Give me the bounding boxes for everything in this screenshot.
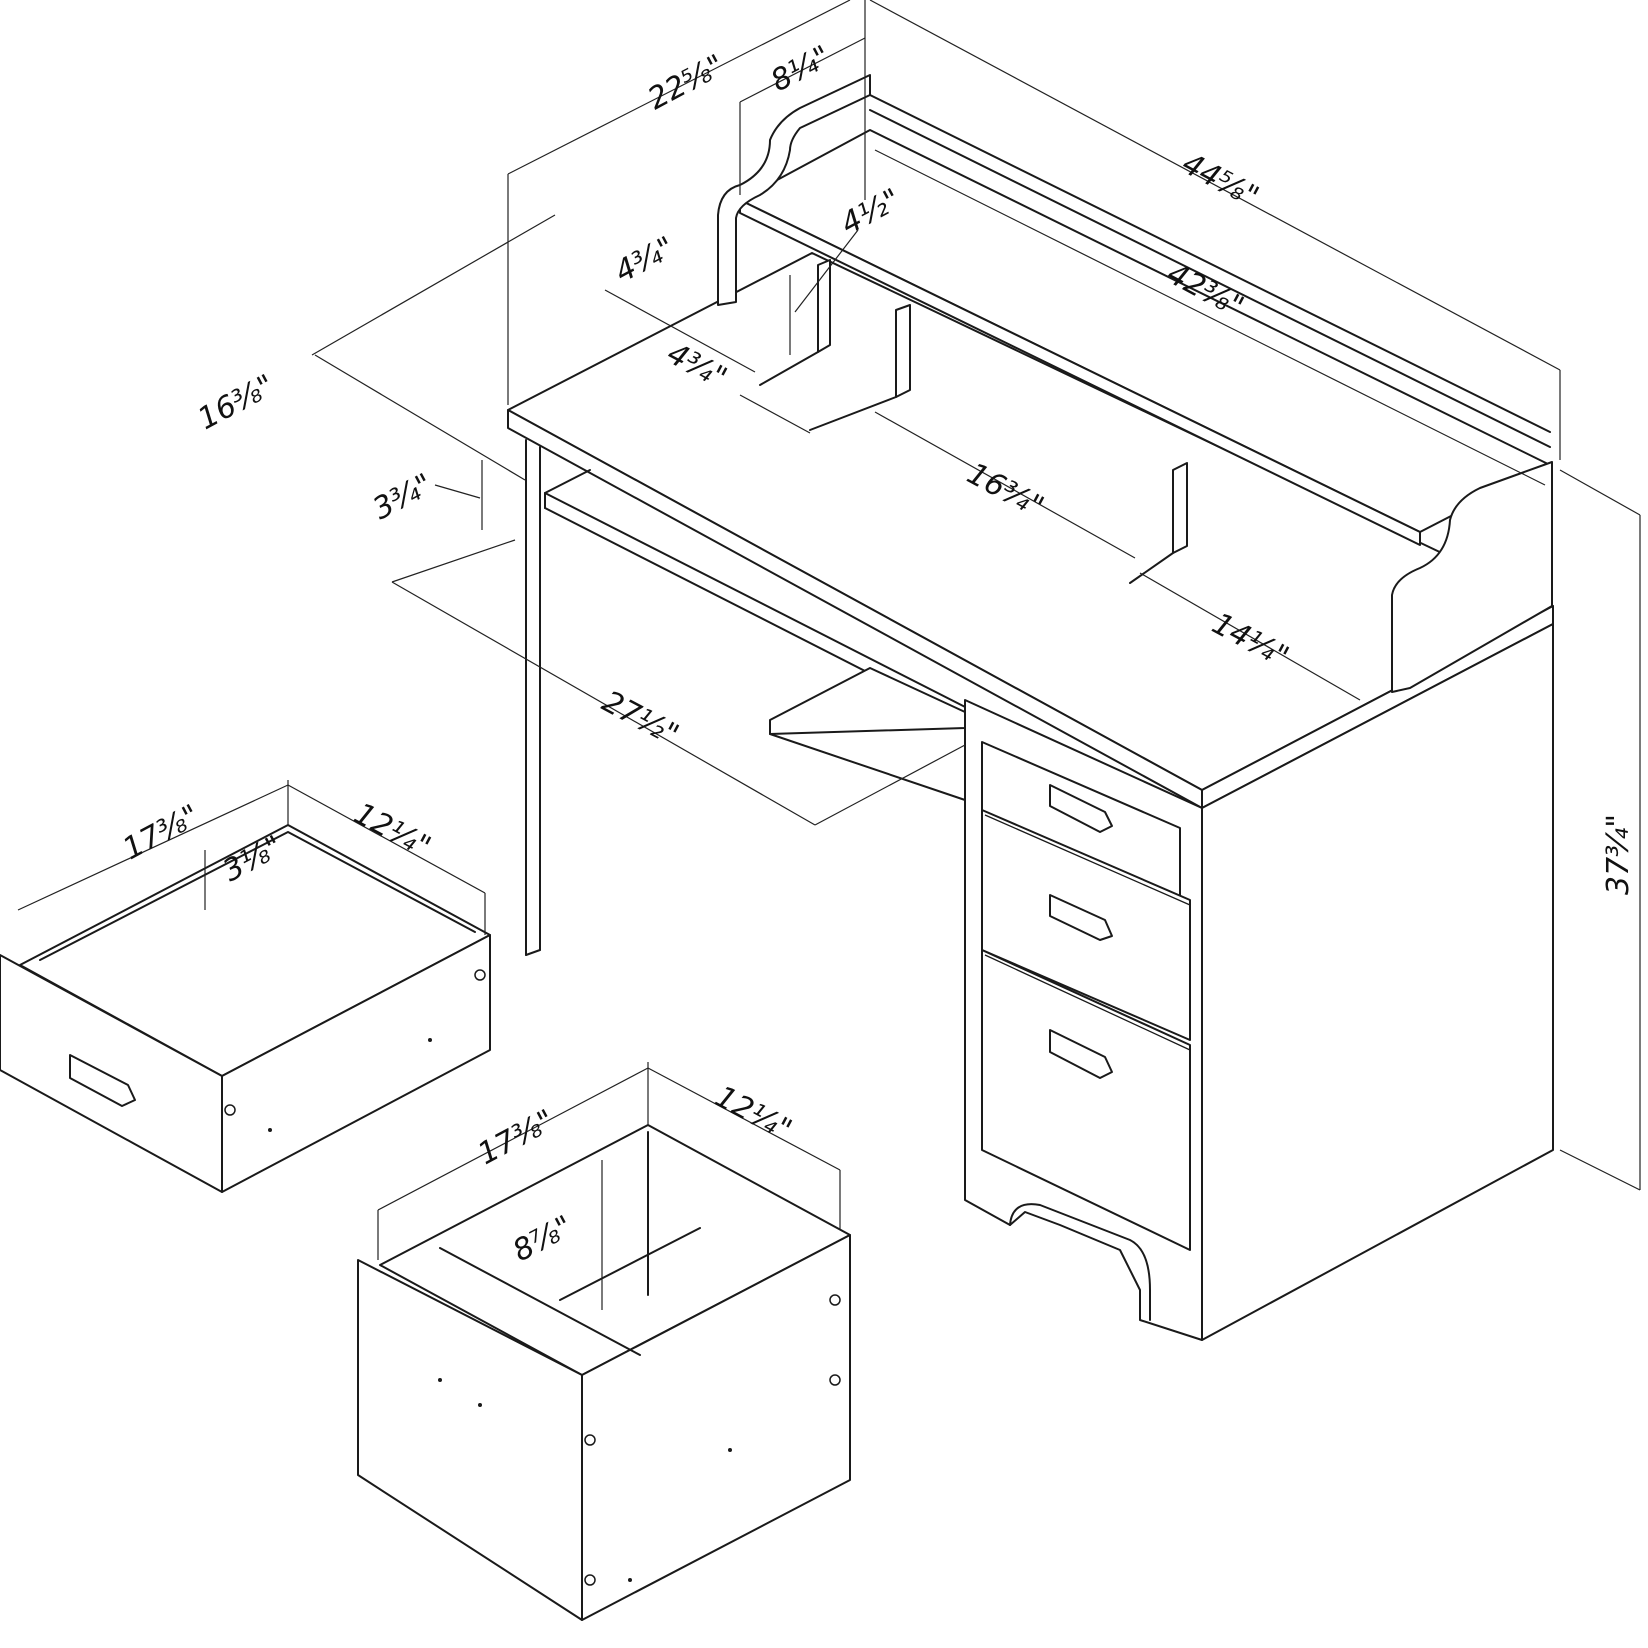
lower-shelf [769, 667, 966, 735]
label-keyboard-gap: 3¾" [367, 467, 438, 527]
hutch-right-panel [1391, 461, 1553, 693]
dimension-lines [311, 0, 1641, 1191]
hutch-divider-3 [1172, 462, 1188, 554]
label-file-drawer-depth: 12¼" [709, 1079, 797, 1148]
label-overall-depth: 22⅝" [642, 48, 730, 117]
label-hutch-depth: 8¼" [765, 39, 836, 99]
desk-drawer-file [981, 949, 1191, 1251]
label-small-drawer-depth: 12¼" [348, 796, 436, 865]
label-knee-width: 27½" [596, 684, 684, 753]
desk-drawing [507, 74, 1554, 1341]
keyboard-rail [544, 492, 976, 713]
label-cubby-height: 4¾" [609, 230, 680, 290]
pedestal-side [1201, 623, 1554, 1341]
hutch-divider-1 [817, 259, 831, 353]
file-drawer-drawing [357, 1062, 851, 1621]
label-file-drawer-width: 17⅜" [472, 1103, 560, 1172]
small-drawer-side [221, 934, 491, 1193]
label-small-drawer-width: 17⅜" [117, 798, 205, 867]
drawer-pull-2 [1049, 894, 1113, 941]
label-knee-depth: 16⅜" [192, 368, 280, 437]
pedestal-base-arch [1009, 1203, 1151, 1321]
small-drawer-drawing [0, 780, 491, 1193]
hutch-divider-2 [895, 304, 911, 398]
drawer-pull-3 [1049, 1029, 1113, 1079]
file-drawer-side [581, 1234, 851, 1621]
drawer-pull-1 [1049, 784, 1113, 833]
label-overall-width: 44⅝" [1176, 146, 1264, 215]
label-overall-height: 37¾" [1601, 814, 1636, 895]
small-drawer-pull [69, 1054, 136, 1107]
